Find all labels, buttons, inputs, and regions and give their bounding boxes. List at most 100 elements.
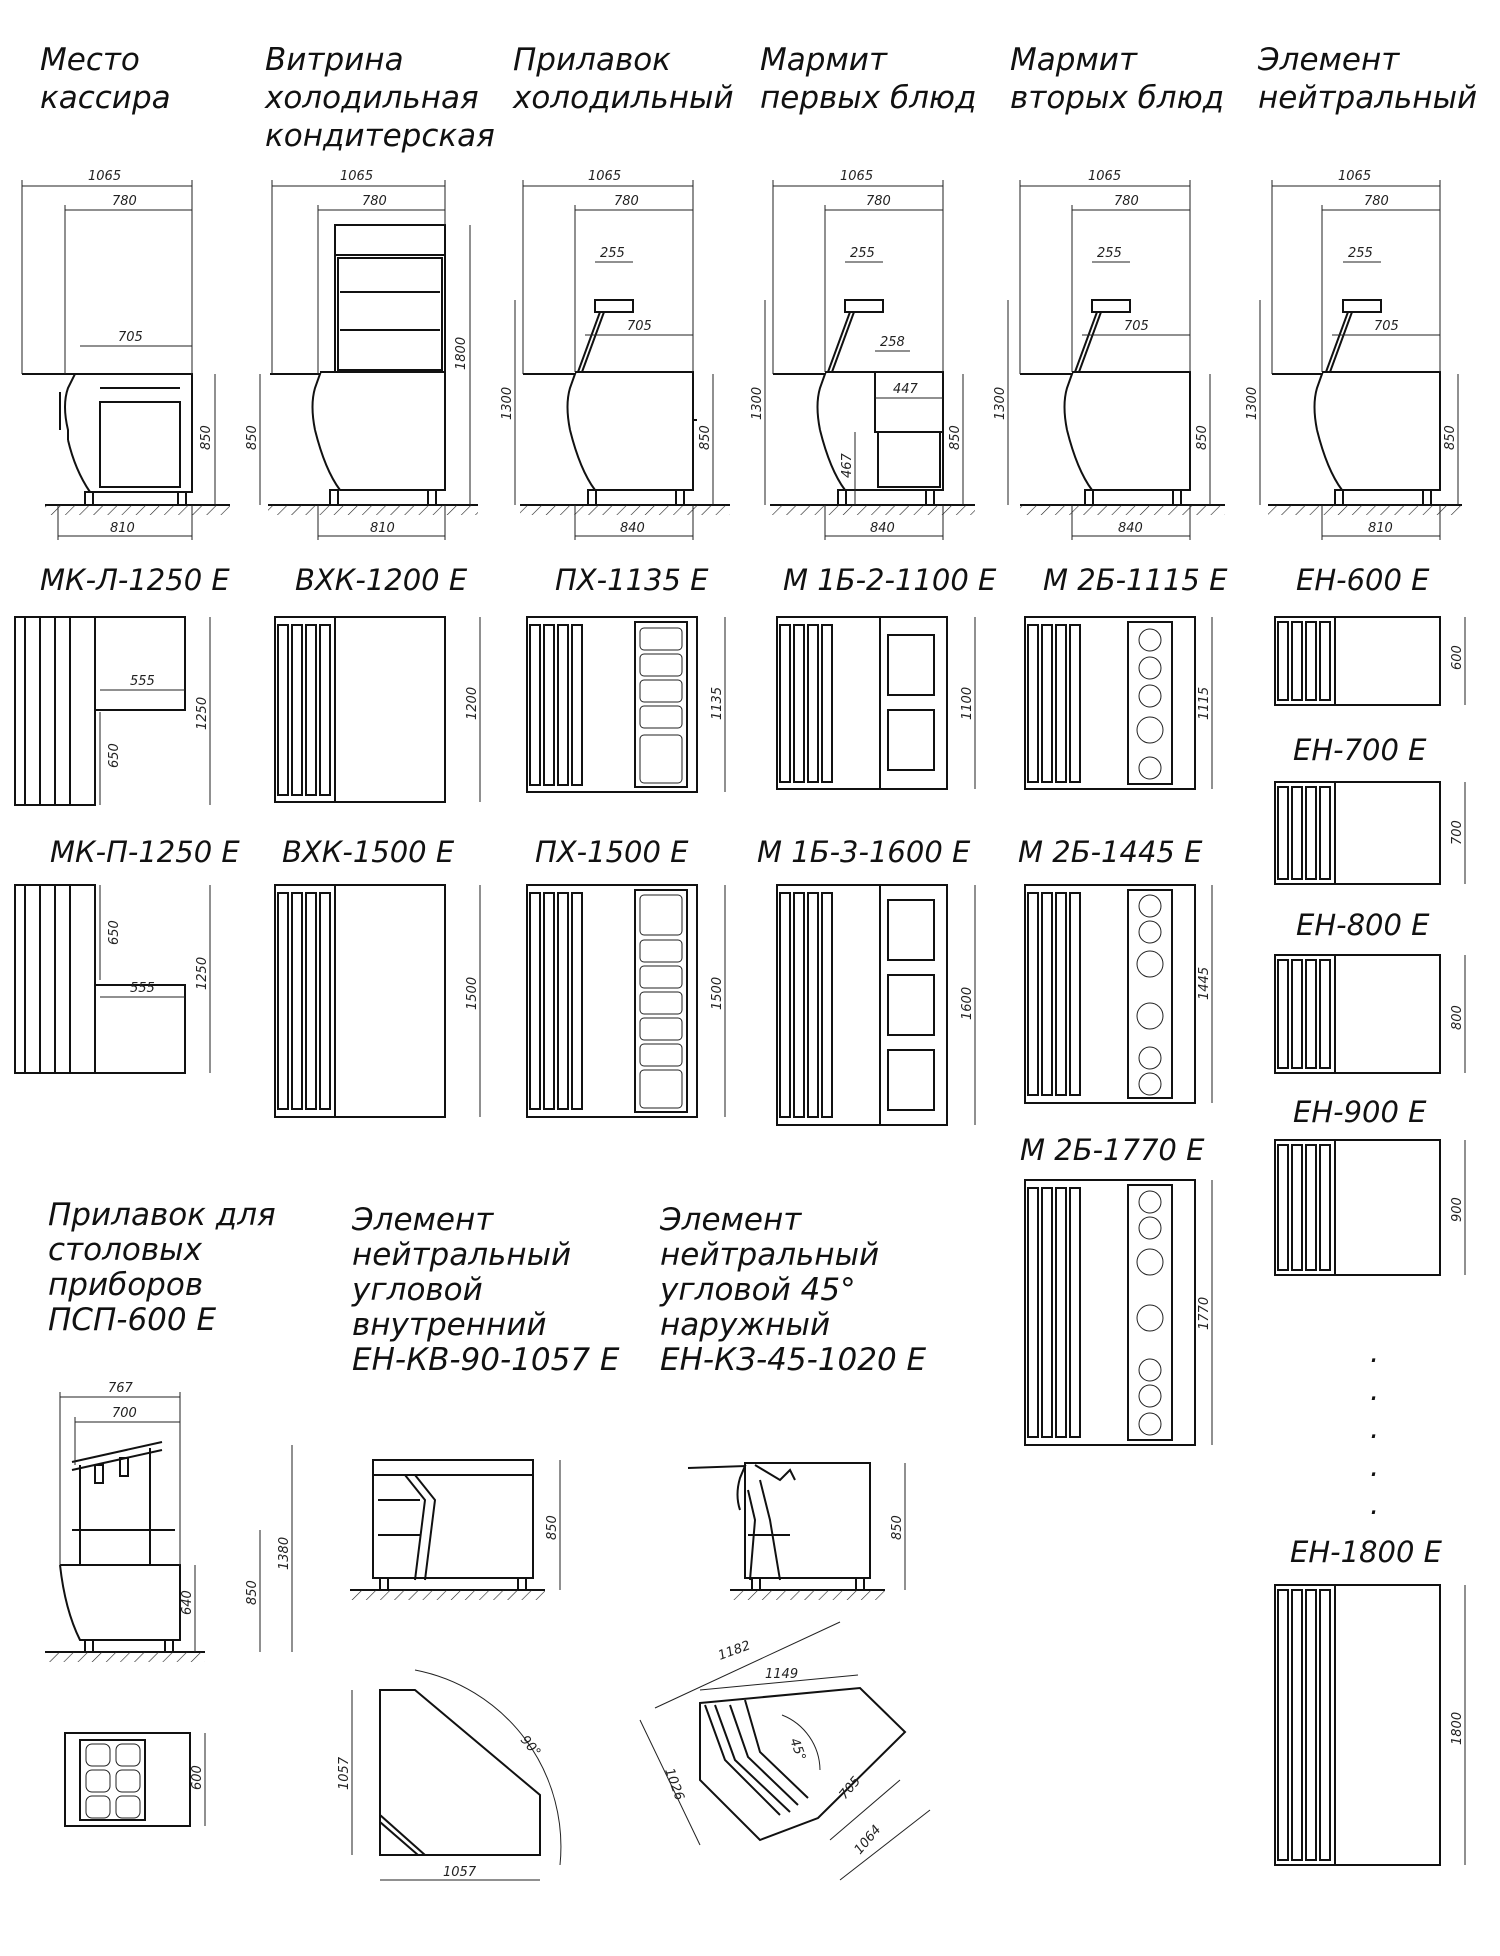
model-vhk-1500: ВХК-1500 Е: [282, 835, 455, 869]
dim-850: 850: [1195, 425, 1210, 450]
header-corner-outer-2: нейтральный: [660, 1237, 879, 1273]
model-en-1800: ЕН-1800 Е: [1290, 1535, 1443, 1569]
en-800-top-view: 800: [1274, 954, 1466, 1074]
dim-90: 90°: [517, 1733, 543, 1760]
dim-447: 447: [893, 382, 919, 397]
dim-650: 650: [107, 743, 122, 768]
header-neutral-1: Элемент: [1257, 42, 1400, 78]
cutlery-top-view: 600: [64, 1732, 206, 1827]
counter-dims: 1065 780 255 705 1300 850 840: [500, 169, 714, 540]
dim-255: 255: [600, 246, 625, 261]
dim-705: 705: [837, 1774, 864, 1803]
corner-outer-top-view: 1182 1149 45° 1026 705 1064: [639, 1621, 931, 1881]
dim-650: 650: [107, 920, 122, 945]
ground-lines: [45, 504, 1462, 515]
dim-1500: 1500: [710, 977, 725, 1010]
dim-840: 840: [1118, 521, 1143, 536]
header-cashier-1: Место: [40, 42, 140, 78]
mk-p-top-view: 650 555 1250: [14, 884, 211, 1074]
model-m2b-1445: М 2Б-1445 Е: [1018, 835, 1203, 869]
ellipsis: . . . . .: [1370, 1335, 1379, 1521]
dim-840: 840: [620, 521, 645, 536]
dim-1200: 1200: [465, 687, 480, 720]
header-cashier-2: кассира: [40, 80, 171, 116]
dim-1300: 1300: [500, 387, 515, 420]
dim-1300: 1300: [1245, 387, 1260, 420]
en-900-top-view: 900: [1274, 1139, 1466, 1276]
dim-850: 850: [245, 1580, 260, 1605]
counter-side-view: [523, 299, 697, 506]
dim-767: 767: [108, 1381, 134, 1396]
m2b-1445-top-view: 1445: [1024, 884, 1213, 1104]
en-1800-top-view: 1800: [1274, 1584, 1466, 1866]
marmite2-side-view: [1020, 299, 1191, 506]
model-ph-1500: ПХ-1500 Е: [535, 835, 689, 869]
dim-705: 705: [1374, 319, 1399, 334]
header-corner-inner-1: Элемент: [351, 1202, 494, 1238]
header-marmite2-1: Мармит: [1010, 42, 1138, 78]
dim-705: 705: [1124, 319, 1149, 334]
dim-1770: 1770: [1197, 1297, 1212, 1330]
dim-600: 600: [190, 1765, 205, 1790]
showcase-side-view: [270, 224, 446, 506]
dim-467: 467: [840, 452, 855, 478]
header-cutlery-4: ПСП-600 Е: [48, 1302, 216, 1338]
corner-outer-header: Элемент нейтральный угловой 45° наружный…: [659, 1202, 927, 1378]
dim-1026: 1026: [661, 1766, 686, 1802]
marmite1-side-view: [773, 299, 944, 506]
mk-l-top-view: 555 650 1250: [14, 616, 211, 806]
dim-1445: 1445: [1197, 967, 1212, 1000]
dim-850: 850: [698, 425, 713, 450]
headers: Место кассира Витрина холодильная кондит…: [40, 42, 1477, 154]
dim-1182: 1182: [716, 1638, 752, 1663]
dot: .: [1370, 1449, 1379, 1483]
dim-1065: 1065: [340, 169, 373, 184]
header-showcase-3: кондитерская: [265, 118, 495, 154]
header-corner-outer-3: угловой 45°: [659, 1272, 856, 1308]
cashier-side-view: [22, 373, 193, 506]
dim-780: 780: [1364, 194, 1389, 209]
dim-840: 840: [870, 521, 895, 536]
marmite2-dims: 1065 780 255 705 1300 850 840: [993, 169, 1211, 540]
dim-850: 850: [245, 425, 260, 450]
m2b-1770-top-view: 1770: [1024, 1179, 1213, 1446]
dim-1135: 1135: [710, 687, 725, 720]
dim-1100: 1100: [960, 687, 975, 720]
corner-inner-side-view: 850: [350, 1459, 561, 1600]
dim-780: 780: [112, 194, 137, 209]
header-cutlery-1: Прилавок для: [48, 1197, 276, 1233]
dim-45: 45°: [786, 1736, 808, 1763]
dim-800: 800: [1450, 1005, 1465, 1030]
dim-600: 600: [1450, 645, 1465, 670]
dim-640: 640: [180, 1590, 195, 1615]
model-labels-row2: МК-Л-1250 Е ВХК-1200 Е ПХ-1135 Е М 1Б-2-…: [40, 563, 1430, 597]
model-mk-l: МК-Л-1250 Е: [40, 563, 230, 597]
header-corner-inner-4: внутренний: [352, 1307, 547, 1343]
dim-1064: 1064: [852, 1823, 885, 1858]
dim-780: 780: [866, 194, 891, 209]
header-counter-2: холодильный: [512, 80, 734, 116]
dim-1057: 1057: [443, 1865, 477, 1880]
header-marmite1-2: первых блюд: [760, 80, 976, 116]
model-m2b-1115: М 2Б-1115 Е: [1043, 563, 1228, 597]
cutlery-dims: 767 700 640 850 1380: [59, 1381, 293, 1652]
header-neutral-2: нейтральный: [1258, 80, 1477, 116]
corner-inner-top-view: 1057 1057 90°: [337, 1669, 562, 1881]
m1b-2-top-view: 1100: [776, 616, 976, 790]
dim-1500: 1500: [465, 977, 480, 1010]
model-en-600: ЕН-600 Е: [1296, 563, 1430, 597]
model-en-700: ЕН-700 Е: [1293, 733, 1427, 767]
model-mk-p: МК-П-1250 Е: [50, 835, 240, 869]
neutral-dims: 1065 780 255 705 1300 850 810: [1245, 169, 1459, 540]
vhk-1200-top-view: 1200: [274, 616, 481, 803]
model-vhk-1200: ВХК-1200 Е: [295, 563, 468, 597]
dim-255: 255: [1348, 246, 1373, 261]
model-m1b-2: М 1Б-2-1100 Е: [783, 563, 997, 597]
model-m1b-3: М 1Б-3-1600 Е: [757, 835, 971, 869]
dim-1065: 1065: [1338, 169, 1371, 184]
dim-705: 705: [118, 330, 143, 345]
corner-outer-side-view: 850: [687, 1462, 906, 1600]
dim-780: 780: [362, 194, 387, 209]
m1b-3-top-view: 1600: [776, 884, 976, 1126]
dim-258: 258: [880, 335, 905, 350]
